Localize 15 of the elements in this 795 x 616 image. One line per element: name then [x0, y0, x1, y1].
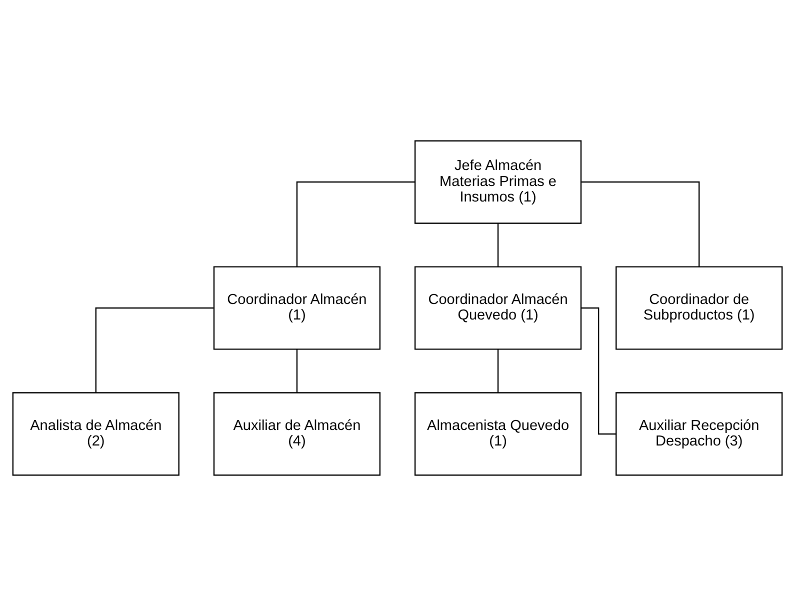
node-box: Auxiliar de Almacén (4)	[213, 392, 381, 476]
node-box: Coordinador Almacén (1)	[213, 266, 381, 350]
connector	[296, 181, 414, 267]
node-box: Almacenista Quevedo (1)	[414, 392, 582, 476]
node-box: Coordinador Almacén Quevedo (1)	[414, 266, 582, 350]
node-box: Auxiliar Recepción Despacho (3)	[616, 392, 783, 476]
connector	[582, 181, 700, 267]
connector	[497, 223, 499, 267]
connector	[95, 307, 214, 393]
node-box: Analista de Almacén (2)	[12, 392, 180, 476]
connector	[581, 307, 616, 435]
node-box: Coordinador de Subproductos (1)	[616, 266, 783, 350]
node-box: Jefe Almacén Materias Primas e Insumos (1)	[414, 140, 582, 224]
connector	[497, 349, 499, 393]
connector	[296, 349, 298, 393]
